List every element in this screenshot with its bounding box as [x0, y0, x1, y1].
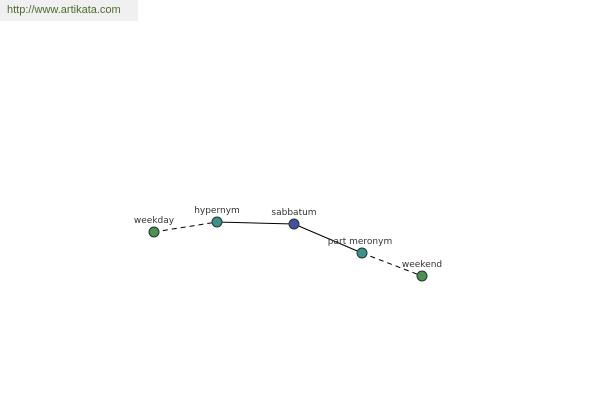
site-url-link[interactable]: http://www.artikata.com: [7, 4, 121, 16]
site-link-bar: http://www.artikata.com: [0, 0, 138, 21]
node-label: weekday: [134, 216, 175, 226]
nodes-layer: weekday hypernym sabbatum part meronym weeke…: [134, 206, 442, 282]
node-circle[interactable]: [356, 247, 368, 259]
graph-node-weekend[interactable]: weekend: [402, 260, 442, 282]
graph-node-part-meronym[interactable]: part meronym: [328, 237, 392, 259]
node-label: sabbatum: [271, 208, 316, 218]
node-circle[interactable]: [211, 216, 223, 228]
node-label: weekend: [402, 260, 442, 270]
graph-node-weekday[interactable]: weekday: [134, 216, 175, 238]
graph-node-hypernym[interactable]: hypernym: [194, 206, 240, 228]
node-circle[interactable]: [148, 226, 160, 238]
graph-node-sabbatum[interactable]: sabbatum: [271, 208, 317, 230]
edges-layer: [153, 221, 423, 277]
node-label: part meronym: [328, 237, 392, 247]
edge-part-meronym-to-weekend: [361, 252, 423, 277]
node-circle[interactable]: [288, 218, 300, 230]
node-label: hypernym: [194, 206, 240, 216]
edge-sabbatum-to-part-meronym: [293, 223, 363, 254]
edge-hypernym-to-sabbatum: [216, 221, 295, 225]
edge-weekday-to-hypernym: [153, 221, 218, 233]
node-circle[interactable]: [416, 270, 428, 282]
